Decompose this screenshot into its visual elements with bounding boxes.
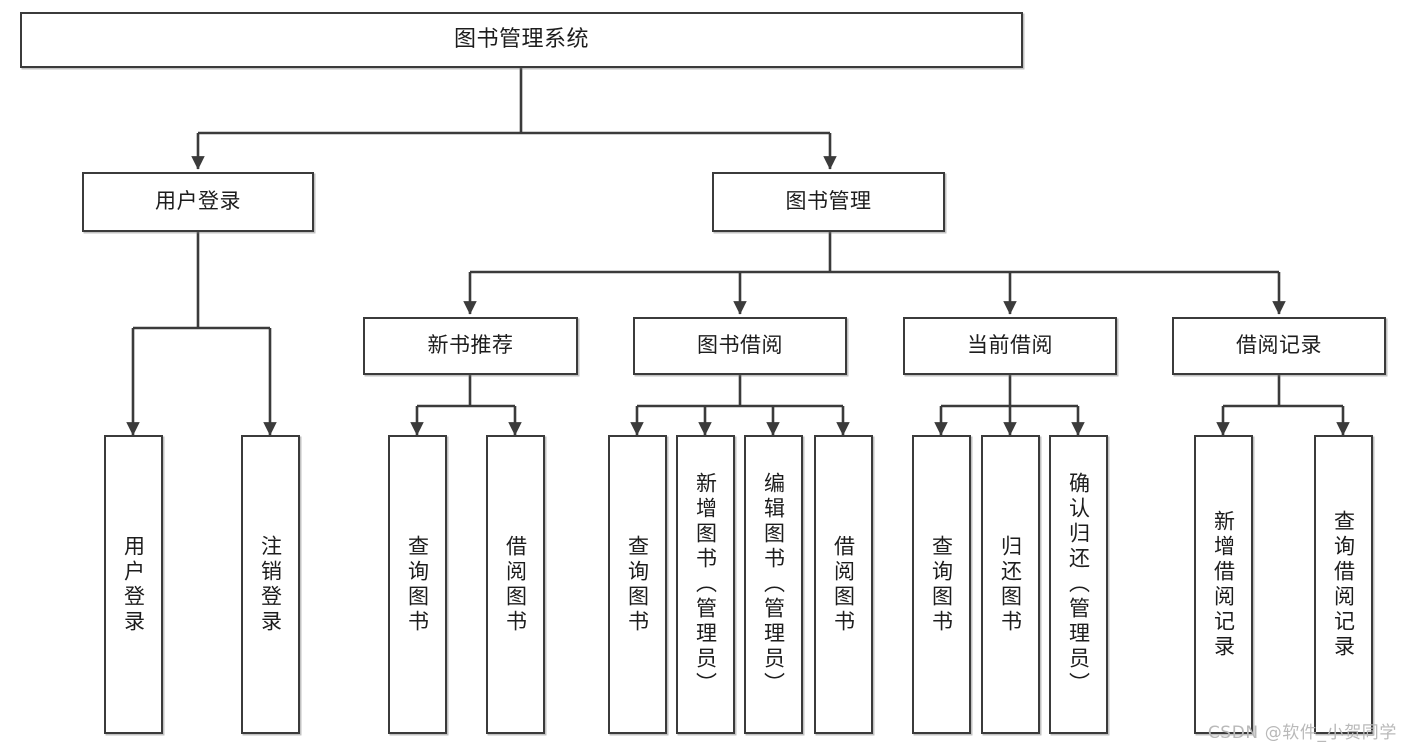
node-label: 用户登录 — [121, 534, 146, 635]
node-label: 借阅记录 — [1236, 333, 1322, 358]
node-label: 图书借阅 — [697, 333, 783, 358]
node-new-book-recommend[interactable]: 新书推荐 — [363, 317, 578, 375]
node-label: 新书推荐 — [427, 333, 514, 358]
node-label: 借阅图书 — [503, 534, 528, 635]
node-label: 查询图书 — [625, 534, 650, 635]
leaf-node[interactable]: 确认归还（管理员） — [1049, 435, 1108, 734]
leaf-node[interactable]: 注销登录 — [241, 435, 300, 734]
node-label: 编辑图书（管理员） — [761, 472, 786, 697]
leaf-node[interactable]: 编辑图书（管理员） — [744, 435, 803, 734]
node-label: 新增借阅记录 — [1211, 509, 1236, 660]
node-root[interactable]: 图书管理系统 — [20, 12, 1023, 68]
node-label: 用户登录 — [155, 189, 241, 214]
leaf-node[interactable]: 查询图书 — [388, 435, 447, 734]
node-borrow-record[interactable]: 借阅记录 — [1172, 317, 1386, 375]
leaf-node[interactable]: 查询图书 — [608, 435, 667, 734]
node-label: 当前借阅 — [967, 333, 1053, 358]
leaf-node[interactable]: 查询图书 — [912, 435, 971, 734]
leaf-node[interactable]: 新增借阅记录 — [1194, 435, 1253, 734]
node-label: 图书管理系统 — [453, 26, 589, 52]
node-user-login[interactable]: 用户登录 — [82, 172, 314, 232]
leaf-node[interactable]: 查询借阅记录 — [1314, 435, 1373, 734]
node-label: 确认归还（管理员） — [1066, 472, 1091, 697]
node-book-management[interactable]: 图书管理 — [712, 172, 945, 232]
node-label: 借阅图书 — [831, 534, 856, 635]
node-label: 查询图书 — [929, 534, 954, 635]
node-label: 查询借阅记录 — [1331, 509, 1356, 660]
node-book-borrow[interactable]: 图书借阅 — [633, 317, 847, 375]
watermark-text: CSDN @软件_小贺同学 — [1207, 723, 1397, 743]
node-label: 图书管理 — [785, 189, 872, 214]
leaf-node[interactable]: 归还图书 — [981, 435, 1040, 734]
node-label: 查询图书 — [405, 534, 430, 635]
leaf-node[interactable]: 借阅图书 — [814, 435, 873, 734]
node-label: 新增图书（管理员） — [693, 472, 718, 697]
leaf-node[interactable]: 借阅图书 — [486, 435, 545, 734]
node-label: 注销登录 — [258, 534, 283, 635]
node-current-borrow[interactable]: 当前借阅 — [903, 317, 1117, 375]
node-label: 归还图书 — [998, 534, 1023, 635]
leaf-node[interactable]: 新增图书（管理员） — [676, 435, 735, 734]
leaf-node[interactable]: 用户登录 — [104, 435, 163, 734]
